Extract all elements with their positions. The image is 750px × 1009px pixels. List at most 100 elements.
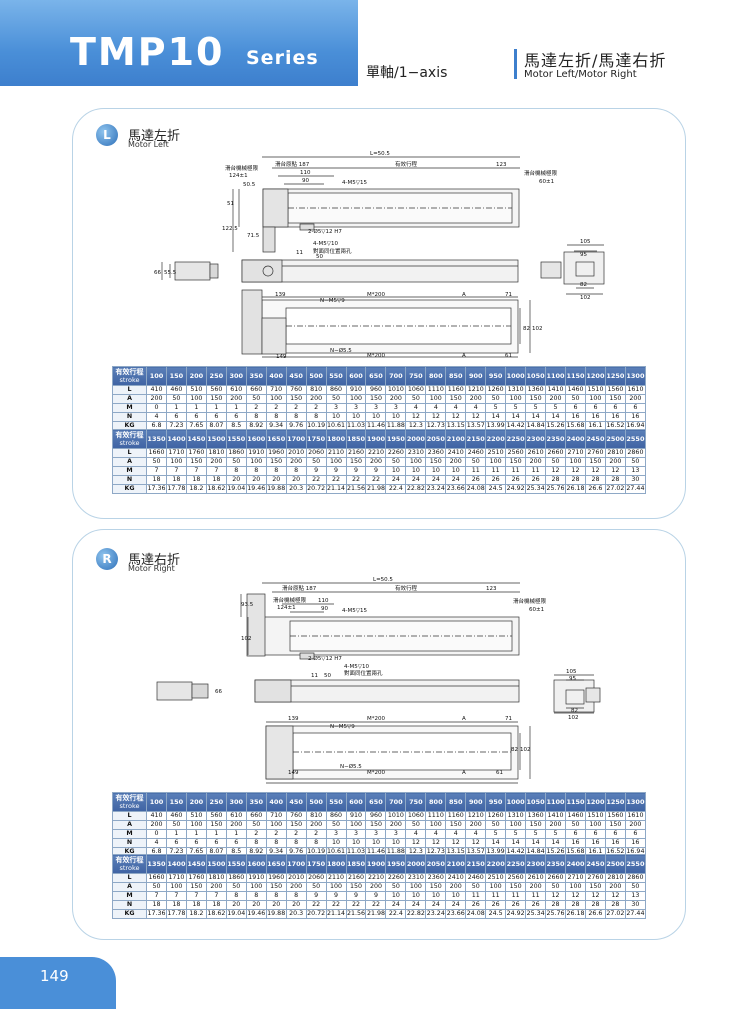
table-cell: 100 (265, 820, 287, 830)
table-cell: 2560 (505, 873, 527, 883)
table-cell: 100 (584, 394, 606, 404)
table-cell: 5 (525, 829, 547, 839)
table-cell: 50 (465, 457, 487, 467)
table-cell: 150 (445, 394, 467, 404)
table-cell: 3 (345, 829, 367, 839)
table-cell: 410 (146, 811, 167, 821)
table-cell: 6 (165, 412, 187, 422)
table-cell: 11 (505, 891, 527, 901)
table-cell: 26.6 (584, 909, 606, 919)
stroke-value: 1550 (225, 854, 247, 874)
table-cell: 10 (425, 891, 447, 901)
row-label: A (112, 394, 147, 404)
table-cell: 19.88 (265, 909, 287, 919)
stroke-value: 2450 (584, 429, 606, 449)
table-cell: 4 (445, 403, 467, 413)
table-cell: 2410 (445, 448, 467, 458)
table-cell: 10 (385, 838, 407, 848)
table-cell: 20 (225, 900, 247, 910)
table-cell: 100 (165, 457, 187, 467)
table-cell: 1810 (205, 873, 227, 883)
table-cell: 12 (584, 891, 606, 901)
table-cell: 1610 (624, 385, 647, 395)
r-holes-note: 對面同位置兩孔 (344, 669, 383, 677)
table-cell: 2110 (325, 873, 347, 883)
table-cell: 2 (265, 403, 287, 413)
table-cell: 0 (146, 403, 167, 413)
stroke-value: 1350 (146, 429, 167, 449)
dim-55-5: 55.5 (164, 270, 177, 276)
table-cell: 14 (505, 412, 527, 422)
stroke-value: 950 (485, 792, 507, 812)
table-cell: 2810 (604, 448, 626, 458)
stroke-value: 1200 (584, 792, 606, 812)
table-cell: 16 (624, 838, 647, 848)
table-cell: 410 (146, 385, 167, 395)
stroke-value: 2400 (565, 429, 586, 449)
table-cell: 4 (146, 838, 167, 848)
row-label: A (112, 882, 147, 892)
table-cell: 11 (525, 466, 547, 476)
table-cell: 8 (285, 838, 307, 848)
r-dim-102: 102 (241, 636, 252, 642)
stroke-value: 250 (205, 792, 227, 812)
table-cell: 10 (325, 838, 347, 848)
table-cell: 200 (385, 394, 407, 404)
table-cell: 2710 (565, 448, 586, 458)
table-cell: 50 (565, 820, 586, 830)
r-dim-82: 82 (571, 708, 578, 714)
row-label: A (112, 457, 147, 467)
r-dim-90: 90 (321, 606, 328, 612)
table-cell: 24.5 (485, 909, 507, 919)
table-cell: 14 (525, 412, 547, 422)
table-cell: 10 (365, 412, 387, 422)
table-cell: 20.72 (305, 909, 327, 919)
table-cell: 2410 (445, 873, 467, 883)
row-label: N (112, 475, 147, 485)
table-cell: 21.14 (325, 484, 347, 494)
table-cell: 14 (485, 412, 507, 422)
table-cell: 24 (405, 475, 427, 485)
r-dim-102b: 102 (568, 715, 579, 721)
table-cell: 27.02 (604, 484, 626, 494)
table-cell: 6 (205, 838, 227, 848)
table-cell: 200 (545, 394, 567, 404)
table-cell: 200 (465, 394, 487, 404)
dim-149: 149 (276, 354, 287, 360)
table-cell: 22.4 (385, 484, 407, 494)
stroke-value: 150 (165, 792, 187, 812)
table-cell: 560 (205, 385, 227, 395)
table-cell: 22.4 (385, 909, 407, 919)
stroke-value: 400 (265, 792, 287, 812)
table-cell: 1210 (465, 385, 487, 395)
table-cell: 1 (225, 829, 247, 839)
table-cell: 50 (245, 820, 267, 830)
table-cell: 1660 (146, 448, 167, 458)
row-label: A (112, 820, 147, 830)
table-cell: 12 (405, 838, 427, 848)
r-dim-93-5: 93.5 (241, 602, 254, 608)
table-cell: 100 (185, 820, 207, 830)
r-dim-total: L=50.5 (373, 577, 393, 583)
n-m5-holes: N−M5▽9 (320, 298, 345, 304)
table-cell: 7 (165, 891, 187, 901)
stroke-value: 1650 (265, 429, 287, 449)
table-cell: 2 (265, 829, 287, 839)
r-dim-a: A (462, 716, 466, 722)
table-cell: 1 (205, 403, 227, 413)
table-cell: 50 (624, 882, 647, 892)
table-cell: 2310 (405, 873, 427, 883)
table-cell: 510 (185, 811, 207, 821)
stroke-value: 500 (305, 366, 327, 386)
table-cell: 960 (365, 385, 387, 395)
table-cell: 100 (245, 882, 267, 892)
table-cell: 2010 (285, 873, 307, 883)
stroke-value: 2050 (425, 429, 447, 449)
table-cell: 20 (285, 475, 307, 485)
table-cell: 200 (205, 882, 227, 892)
stroke-value: 200 (185, 366, 207, 386)
table-cell: 7 (146, 466, 167, 476)
table-cell: 22 (345, 475, 367, 485)
